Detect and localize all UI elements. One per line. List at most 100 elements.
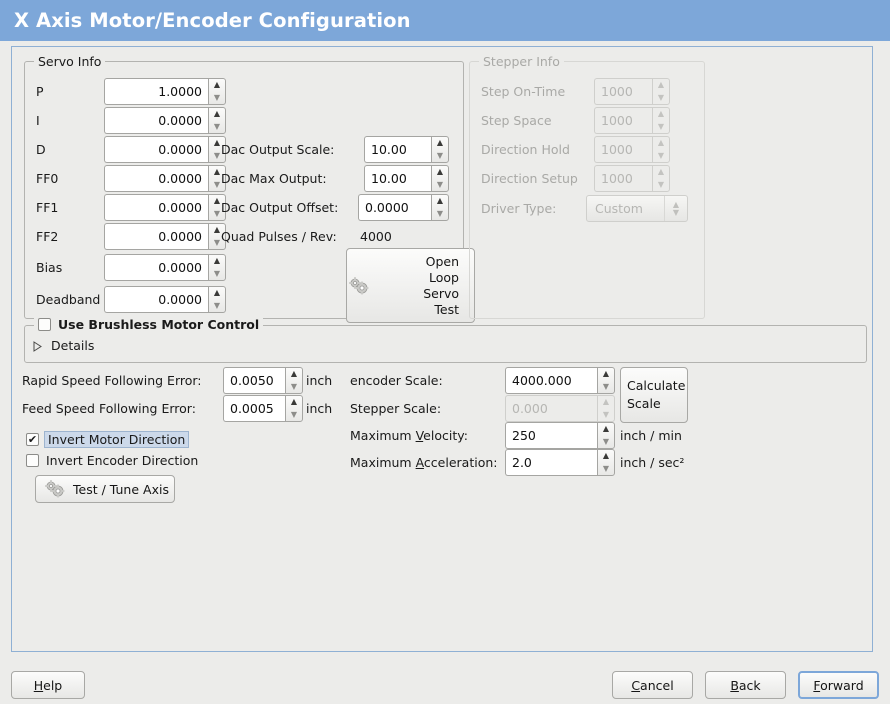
servo-field-ff0-value[interactable]: 0.0000 bbox=[104, 165, 208, 192]
servo-field-i-spinner[interactable]: ▲▼ bbox=[208, 107, 226, 134]
spin-down-icon[interactable]: ▼ bbox=[436, 179, 444, 189]
servo-field-deadband-value[interactable]: 0.0000 bbox=[104, 286, 208, 313]
servo-field-deadband[interactable]: 0.0000 ▲▼ bbox=[104, 286, 226, 313]
dac-output-offset-field[interactable]: 0.0000 ▲▼ bbox=[358, 194, 449, 221]
servo-field-bias-value[interactable]: 0.0000 bbox=[104, 254, 208, 281]
invert-motor-direction-checkbox[interactable]: ✔ Invert Motor Direction bbox=[26, 431, 190, 448]
help-button[interactable]: Help bbox=[11, 671, 85, 699]
rapid-speed-following-error-value[interactable]: 0.0050 bbox=[223, 367, 285, 394]
servo-field-i[interactable]: 0.0000 ▲▼ bbox=[104, 107, 226, 134]
chevron-right-icon[interactable] bbox=[33, 340, 42, 352]
forward-button[interactable]: Forward bbox=[798, 671, 879, 699]
spin-up-icon[interactable]: ▲ bbox=[213, 288, 221, 298]
spin-up-icon: ▲ bbox=[657, 138, 665, 148]
servo-field-p-value[interactable]: 1.0000 bbox=[104, 78, 208, 105]
dac-max-output-field[interactable]: 10.00 ▲▼ bbox=[364, 165, 449, 192]
spin-down-icon[interactable]: ▼ bbox=[290, 381, 298, 391]
servo-field-d-spinner[interactable]: ▲▼ bbox=[208, 136, 226, 163]
spin-up-icon[interactable]: ▲ bbox=[213, 80, 221, 90]
servo-field-ff1[interactable]: 0.0000 ▲▼ bbox=[104, 194, 226, 221]
calculate-scale-button[interactable]: Calculate Scale bbox=[620, 367, 688, 423]
spin-up-icon[interactable]: ▲ bbox=[436, 138, 444, 148]
checkbox-box[interactable] bbox=[38, 318, 51, 331]
open-loop-servo-test-button[interactable]: Open Loop Servo Test bbox=[346, 248, 475, 323]
servo-field-ff1-spinner[interactable]: ▲▼ bbox=[208, 194, 226, 221]
details-expander[interactable]: Details bbox=[33, 338, 94, 353]
servo-field-ff1-value[interactable]: 0.0000 bbox=[104, 194, 208, 221]
servo-field-d[interactable]: 0.0000 ▲▼ bbox=[104, 136, 226, 163]
servo-field-ff0[interactable]: 0.0000 ▲▼ bbox=[104, 165, 226, 192]
servo-field-ff2-spinner[interactable]: ▲▼ bbox=[208, 223, 226, 250]
cancel-button[interactable]: Cancel bbox=[612, 671, 693, 699]
servo-field-ff2[interactable]: 0.0000 ▲▼ bbox=[104, 223, 226, 250]
spin-down-icon[interactable]: ▼ bbox=[213, 268, 221, 278]
spin-down-icon[interactable]: ▼ bbox=[213, 179, 221, 189]
spin-down-icon[interactable]: ▼ bbox=[436, 150, 444, 160]
servo-field-bias-spinner[interactable]: ▲▼ bbox=[208, 254, 226, 281]
invert-encoder-direction-checkbox[interactable]: Invert Encoder Direction bbox=[26, 453, 198, 468]
servo-field-p-spinner[interactable]: ▲▼ bbox=[208, 78, 226, 105]
spin-up-icon[interactable]: ▲ bbox=[213, 167, 221, 177]
use-brushless-checkbox[interactable]: Use Brushless Motor Control bbox=[34, 317, 264, 332]
spin-up-icon[interactable]: ▲ bbox=[213, 256, 221, 266]
spin-up-icon[interactable]: ▲ bbox=[602, 424, 610, 434]
spin-up-icon[interactable]: ▲ bbox=[213, 196, 221, 206]
spin-up-icon[interactable]: ▲ bbox=[290, 369, 298, 379]
dac-max-output-value[interactable]: 10.00 bbox=[364, 165, 431, 192]
maximum-acceleration-field[interactable]: 2.0 ▲▼ bbox=[505, 449, 615, 476]
maximum-acceleration-spinner[interactable]: ▲▼ bbox=[597, 449, 615, 476]
spin-up-icon[interactable]: ▲ bbox=[290, 397, 298, 407]
spin-down-icon[interactable]: ▼ bbox=[213, 92, 221, 102]
spin-down-icon[interactable]: ▼ bbox=[213, 237, 221, 247]
test-tune-axis-button[interactable]: Test / Tune Axis bbox=[35, 475, 175, 503]
rapid-speed-spinner[interactable]: ▲▼ bbox=[285, 367, 303, 394]
servo-field-bias[interactable]: 0.0000 ▲▼ bbox=[104, 254, 226, 281]
servo-field-p[interactable]: 1.0000 ▲▼ bbox=[104, 78, 226, 105]
spin-up-icon[interactable]: ▲ bbox=[213, 109, 221, 119]
dac-output-scale-spinner[interactable]: ▲▼ bbox=[431, 136, 449, 163]
dac-output-offset-spinner[interactable]: ▲▼ bbox=[431, 194, 449, 221]
feed-speed-following-error-field[interactable]: 0.0005 ▲▼ bbox=[223, 395, 303, 422]
spin-down-icon[interactable]: ▼ bbox=[213, 300, 221, 310]
rapid-speed-following-error-field[interactable]: 0.0050 ▲▼ bbox=[223, 367, 303, 394]
spin-down-icon[interactable]: ▼ bbox=[213, 121, 221, 131]
checkbox-box[interactable]: ✔ bbox=[26, 433, 39, 446]
spin-down-icon[interactable]: ▼ bbox=[602, 463, 610, 473]
spin-down-icon[interactable]: ▼ bbox=[602, 436, 610, 446]
spin-up-icon[interactable]: ▲ bbox=[602, 369, 610, 379]
spin-up-icon[interactable]: ▲ bbox=[436, 167, 444, 177]
spin-down-icon[interactable]: ▼ bbox=[436, 208, 444, 218]
spin-down-icon[interactable]: ▼ bbox=[290, 409, 298, 419]
spin-down-icon[interactable]: ▼ bbox=[213, 208, 221, 218]
maximum-velocity-value[interactable]: 250 bbox=[505, 422, 597, 449]
spin-up-icon[interactable]: ▲ bbox=[213, 138, 221, 148]
maximum-acceleration-value[interactable]: 2.0 bbox=[505, 449, 597, 476]
dac-output-scale-field[interactable]: 10.00 ▲▼ bbox=[364, 136, 449, 163]
spin-up-icon[interactable]: ▲ bbox=[602, 451, 610, 461]
open-loop-line-4: Test bbox=[434, 301, 459, 317]
dac-max-output-spinner[interactable]: ▲▼ bbox=[431, 165, 449, 192]
calculate-scale-line-2: Scale bbox=[627, 396, 661, 411]
dac-output-scale-value[interactable]: 10.00 bbox=[364, 136, 431, 163]
spin-down-icon[interactable]: ▼ bbox=[602, 381, 610, 391]
encoder-scale-field[interactable]: 4000.000 ▲▼ bbox=[505, 367, 615, 394]
feed-speed-spinner[interactable]: ▲▼ bbox=[285, 395, 303, 422]
back-button[interactable]: Back bbox=[705, 671, 786, 699]
spin-down-icon[interactable]: ▼ bbox=[213, 150, 221, 160]
dac-output-offset-value[interactable]: 0.0000 bbox=[358, 194, 431, 221]
checkbox-box[interactable] bbox=[26, 454, 39, 467]
encoder-scale-value[interactable]: 4000.000 bbox=[505, 367, 597, 394]
maximum-velocity-spinner[interactable]: ▲▼ bbox=[597, 422, 615, 449]
feed-speed-following-error-value[interactable]: 0.0005 bbox=[223, 395, 285, 422]
title-bar: X Axis Motor/Encoder Configuration bbox=[0, 0, 890, 41]
encoder-scale-spinner[interactable]: ▲▼ bbox=[597, 367, 615, 394]
servo-field-deadband-spinner[interactable]: ▲▼ bbox=[208, 286, 226, 313]
servo-field-d-value[interactable]: 0.0000 bbox=[104, 136, 208, 163]
servo-field-ff0-spinner[interactable]: ▲▼ bbox=[208, 165, 226, 192]
spin-up-icon[interactable]: ▲ bbox=[436, 196, 444, 206]
spin-up-icon[interactable]: ▲ bbox=[213, 225, 221, 235]
step-space-spinner: ▲▼ bbox=[652, 107, 670, 134]
servo-field-ff2-value[interactable]: 0.0000 bbox=[104, 223, 208, 250]
maximum-velocity-field[interactable]: 250 ▲▼ bbox=[505, 422, 615, 449]
servo-field-i-value[interactable]: 0.0000 bbox=[104, 107, 208, 134]
